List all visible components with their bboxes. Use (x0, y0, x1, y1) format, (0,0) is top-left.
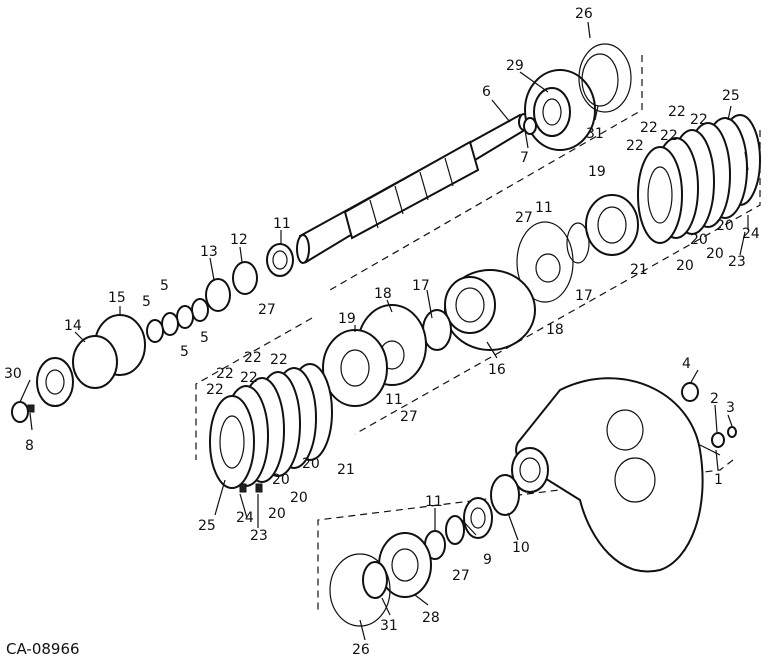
callout-22-g: 22 (270, 352, 288, 368)
callout-10: 10 (512, 540, 530, 556)
left-shaft-parts (11, 243, 294, 423)
callout-7: 7 (520, 150, 529, 166)
callout-23-left: 23 (250, 528, 268, 544)
callout-12: 12 (230, 232, 248, 248)
callout-24-right: 24 (742, 226, 760, 242)
callout-3: 3 (726, 400, 735, 416)
callout-22-f: 22 (244, 350, 262, 366)
callout-26-lower: 26 (352, 642, 370, 658)
callout-11-mid: 11 (385, 392, 403, 408)
right-clutch-pack (516, 114, 761, 303)
callout-5-c: 5 (200, 330, 209, 346)
callout-24-left: 24 (236, 510, 254, 526)
callout-17-mid: 17 (412, 278, 430, 294)
callout-19-mid: 19 (338, 311, 356, 327)
callout-22-a: 22 (668, 104, 686, 120)
callout-18-mid: 18 (374, 286, 392, 302)
callout-6: 6 (482, 84, 491, 100)
callout-21-left: 21 (337, 462, 355, 478)
callout-23-right: 23 (728, 254, 746, 270)
callout-9: 9 (483, 552, 492, 568)
callout-5-a: 5 (160, 278, 169, 294)
callout-13: 13 (200, 244, 218, 260)
callout-25-left: 25 (198, 518, 216, 534)
callout-19-right: 19 (588, 164, 606, 180)
bottom-gear-assembly (329, 497, 493, 627)
callout-31-top: 31 (586, 126, 604, 142)
callout-1: 1 (714, 472, 723, 488)
callout-14: 14 (64, 318, 82, 334)
callout-5-d: 5 (180, 344, 189, 360)
callout-27-upper: 27 (258, 302, 276, 318)
callout-31-lower: 31 (380, 618, 398, 634)
callout-11-lower: 11 (425, 494, 443, 510)
main-housing (490, 377, 737, 573)
clutch-drum (322, 269, 536, 407)
callout-18-right: 18 (546, 322, 564, 338)
left-clutch-pack (209, 363, 333, 493)
callout-20-f: 20 (272, 472, 290, 488)
callout-26-top: 26 (575, 6, 593, 22)
callout-27-lower: 27 (452, 568, 470, 584)
callout-21-right: 21 (630, 262, 648, 278)
callout-22-d: 22 (660, 128, 678, 144)
callout-27-mid: 27 (400, 409, 418, 425)
callout-11-upper: 11 (273, 216, 291, 232)
callout-22-b: 22 (690, 112, 708, 128)
callout-20-d: 20 (676, 258, 694, 274)
leader-lines (19, 21, 749, 641)
callout-22-e: 22 (626, 138, 644, 154)
callout-2: 2 (710, 391, 719, 407)
callout-5-b: 5 (142, 294, 151, 310)
callout-20-a: 20 (716, 218, 734, 234)
callout-20-c: 20 (706, 246, 724, 262)
callout-22-c: 22 (640, 120, 658, 136)
callout-29: 29 (506, 58, 524, 74)
callout-22-j: 22 (206, 382, 224, 398)
callout-30: 30 (4, 366, 22, 382)
callout-labels: 26 29 6 7 31 25 22 22 22 22 22 19 11 27 … (4, 6, 760, 658)
callout-20-e: 20 (302, 456, 320, 472)
callout-11-right: 11 (535, 200, 553, 216)
callout-25-right: 25 (722, 88, 740, 104)
callout-27-right: 27 (515, 210, 533, 226)
drawing-code: CA-08966 (6, 640, 80, 658)
callout-20-g: 20 (290, 490, 308, 506)
callout-16: 16 (488, 362, 506, 378)
callout-17-right: 17 (575, 288, 593, 304)
callout-20-b: 20 (690, 232, 708, 248)
callout-4: 4 (682, 356, 691, 372)
callout-20-h: 20 (268, 506, 286, 522)
callout-22-i: 22 (240, 370, 258, 386)
callout-15: 15 (108, 290, 126, 306)
top-gear-hub (523, 43, 632, 151)
callout-22-h: 22 (216, 366, 234, 382)
main-shaft (296, 113, 530, 264)
callout-8: 8 (25, 438, 34, 454)
callout-28: 28 (422, 610, 440, 626)
